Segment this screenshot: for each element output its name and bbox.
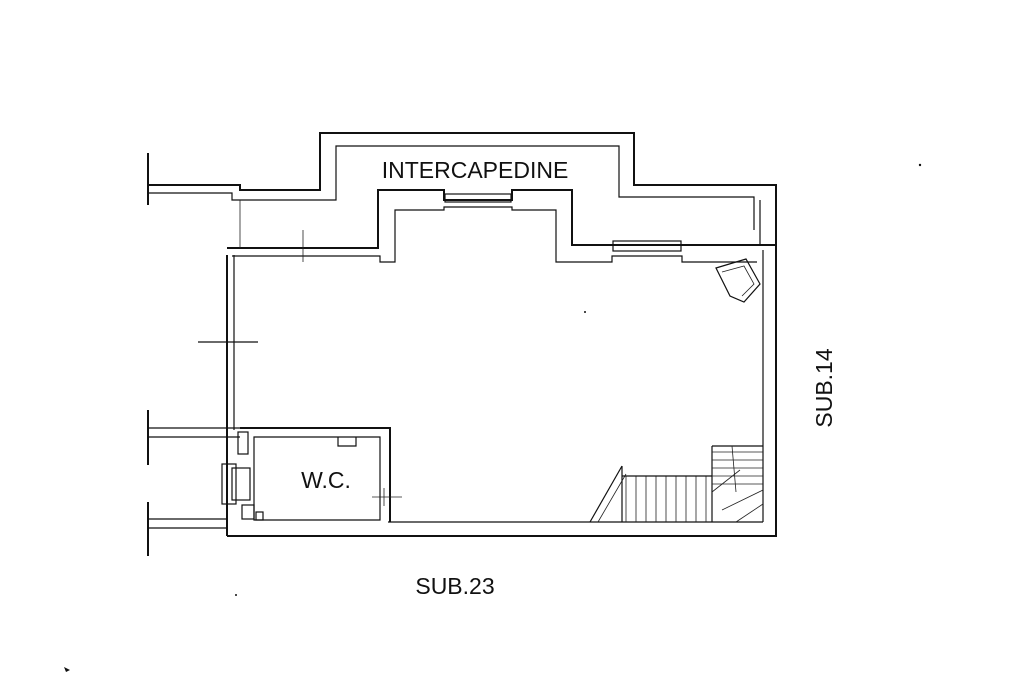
flue-inner	[721, 265, 755, 297]
outer-walls	[148, 132, 777, 537]
label-intercapedine: INTERCAPEDINE	[382, 157, 569, 183]
intercapedine-walls	[227, 189, 776, 263]
intercapedine-inner-wall	[227, 189, 776, 249]
wc-sink	[221, 463, 237, 505]
wc-niche	[337, 437, 357, 447]
flue-outline	[715, 258, 761, 303]
main-room-upper-wall	[232, 206, 757, 263]
stair-diagonal-rail	[589, 465, 623, 523]
stair-diagonal-rail-2	[597, 473, 627, 523]
wc-corner-box	[241, 504, 255, 520]
stair-winder-2	[721, 489, 764, 511]
stair-center-post	[731, 445, 737, 493]
stray-dot-2	[584, 311, 586, 313]
wc-door-jamb-top	[237, 431, 249, 455]
label-wc: W.C.	[301, 467, 351, 493]
staircase	[589, 445, 764, 523]
stair-winder-3	[735, 503, 764, 523]
stray-mark	[64, 667, 70, 672]
left-stubs	[147, 153, 258, 556]
label-sub-23: SUB.23	[415, 573, 494, 599]
window-top	[444, 193, 512, 203]
wc-room	[221, 427, 402, 522]
wc-outer-wall	[240, 427, 391, 522]
label-sub-14: SUB.14	[811, 348, 837, 427]
stray-dot-1	[918, 163, 922, 167]
outer-perimeter-inner	[148, 145, 755, 230]
stray-dot-3	[235, 594, 237, 596]
corner-fixture	[715, 258, 761, 303]
window-right	[612, 240, 682, 252]
wc-corner-box-inner	[255, 511, 264, 521]
wc-fixture	[231, 467, 251, 501]
stair-winder-1	[711, 469, 741, 493]
outer-perimeter	[148, 132, 777, 537]
